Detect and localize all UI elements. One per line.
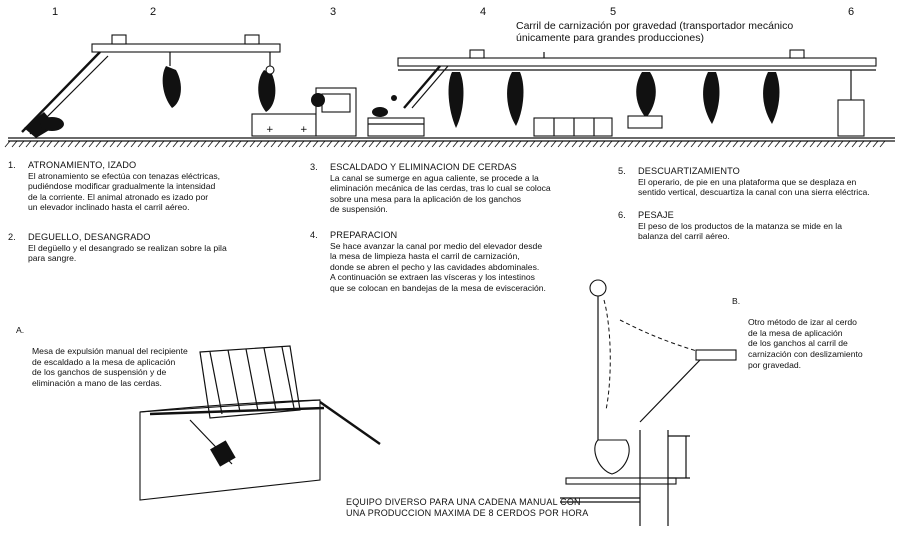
equipment-caption: EQUIPO DIVERSO PARA UNA CADENA MANUAL CO…: [346, 497, 606, 519]
stage-number-4: 4: [480, 6, 486, 18]
hanging-carcass-5: [628, 72, 779, 128]
cleaning-table: [368, 95, 424, 136]
svg-text:+: +: [300, 125, 308, 135]
svg-text:+: +: [266, 125, 274, 135]
stage-number-6: 6: [848, 6, 854, 18]
step-number: 3.: [310, 162, 318, 173]
step-heading: DEGUELLO, DESANGRADO: [28, 232, 278, 243]
step-6: 6. PESAJE El peso de los productos de la…: [638, 210, 896, 242]
note-a-label: A.: [16, 325, 24, 336]
step-body: El atronamiento se efectúa con tenazas e…: [28, 171, 278, 213]
step-heading: DESCUARTIZAMIENTO: [638, 166, 896, 177]
step-heading: PREPARACION: [330, 230, 590, 241]
step-heading: PESAJE: [638, 210, 896, 221]
step-body: La canal se sumerge en agua caliente, se…: [330, 173, 590, 215]
step-2: 2. DEGUELLO, DESANGRADO El degüello y el…: [28, 232, 278, 264]
inclined-elevator: [22, 52, 108, 138]
step-body: El operario, de pie en una plataforma qu…: [638, 177, 896, 198]
hanging-pig-2: [258, 66, 275, 112]
step-body: El peso de los productos de la matanza s…: [638, 221, 896, 242]
stage-number-1: 1: [52, 6, 58, 18]
stage-number-3: 3: [330, 6, 336, 18]
step-number: 5.: [618, 166, 626, 177]
stage-number-2: 2: [150, 6, 156, 18]
step-number: 6.: [618, 210, 626, 221]
step-body: El degüello y el desangrado se realizan …: [28, 243, 278, 264]
stage-number-5: 5: [610, 6, 616, 18]
hanging-carcass-4: [449, 72, 524, 128]
note-b: B. Otro método de izar al cerdo de la me…: [748, 296, 898, 370]
step-4: 4. PREPARACION Se hace avanzar la canal …: [330, 230, 590, 294]
gravity-hoist-drawing: [560, 280, 736, 526]
scalding-tank: [311, 88, 356, 136]
note-a-text: Mesa de expulsión manual del recipiente …: [32, 346, 188, 388]
blood-trough: + +: [252, 114, 316, 136]
step-5: 5. DESCUARTIZAMIENTO El operario, de pie…: [638, 166, 896, 198]
step-heading: ESCALDADO Y ELIMINACION DE CERDAS: [330, 162, 590, 173]
step-3: 3. ESCALDADO Y ELIMINACION DE CERDAS La …: [330, 162, 590, 215]
step-number: 4.: [310, 230, 318, 241]
step-body: Se hace avanzar la canal por medio del e…: [330, 241, 590, 294]
note-b-text: Otro método de izar al cerdo de la mesa …: [748, 317, 863, 369]
rail-label: Carril de carnización por gravedad (tran…: [516, 20, 793, 44]
rail-label-line2: únicamente para grandes producciones): [516, 32, 793, 44]
rail-label-line1: Carril de carnización por gravedad (tran…: [516, 20, 793, 32]
weighing-scale: [838, 70, 864, 136]
step-1: 1. ATRONAMIENTO, IZADO El atronamiento s…: [28, 160, 278, 213]
note-a: A. Mesa de expulsión manual del recipien…: [32, 325, 242, 389]
floor-hatch: [5, 138, 895, 147]
step-number: 1.: [8, 160, 16, 171]
note-b-label: B.: [732, 296, 740, 307]
step-number: 2.: [8, 232, 16, 243]
evisceration-table: [534, 118, 612, 136]
step-heading: ATRONAMIENTO, IZADO: [28, 160, 278, 171]
hanging-pig-1: [163, 66, 181, 108]
overhead-rail-1: [92, 35, 280, 66]
